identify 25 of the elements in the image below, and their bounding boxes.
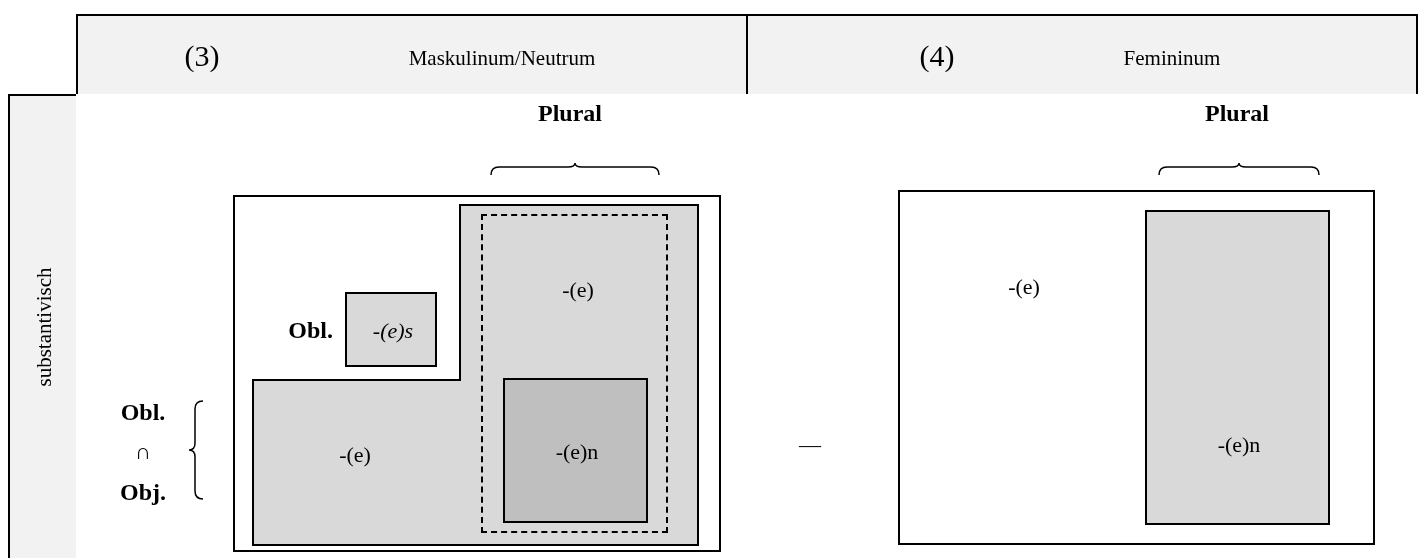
row-heading: substantivisch [33, 267, 55, 387]
dash-mark: — [799, 434, 821, 456]
dashed-box [481, 214, 668, 533]
ending-label: -(e) [1008, 276, 1040, 298]
column-header [746, 14, 1418, 94]
intersection-symbol: ∩ [135, 441, 151, 463]
shaded-box [1145, 210, 1330, 525]
plural-heading: Plural [538, 101, 602, 125]
column-header [76, 14, 746, 94]
outer-frame [898, 190, 1375, 545]
column-number: (3) [184, 41, 220, 71]
ending-label: -(e) [562, 279, 594, 301]
plural-heading: Plural [1205, 101, 1269, 125]
ending-label: -(e)n [555, 441, 599, 463]
case-label: Obj. [120, 480, 166, 504]
ending-label: -(e)n [1217, 434, 1261, 456]
dark-shaded-box [503, 378, 648, 523]
row-header [8, 94, 76, 558]
ending-label: -(e)s [372, 320, 414, 342]
column-heading: Femininum [1123, 47, 1221, 69]
case-label: Obl. [120, 400, 166, 424]
ending-label: -(e) [339, 444, 371, 466]
column-heading: Maskulinum/Neutrum [408, 47, 596, 69]
column-number: (4) [919, 41, 955, 71]
case-label: Obl. [288, 317, 333, 342]
